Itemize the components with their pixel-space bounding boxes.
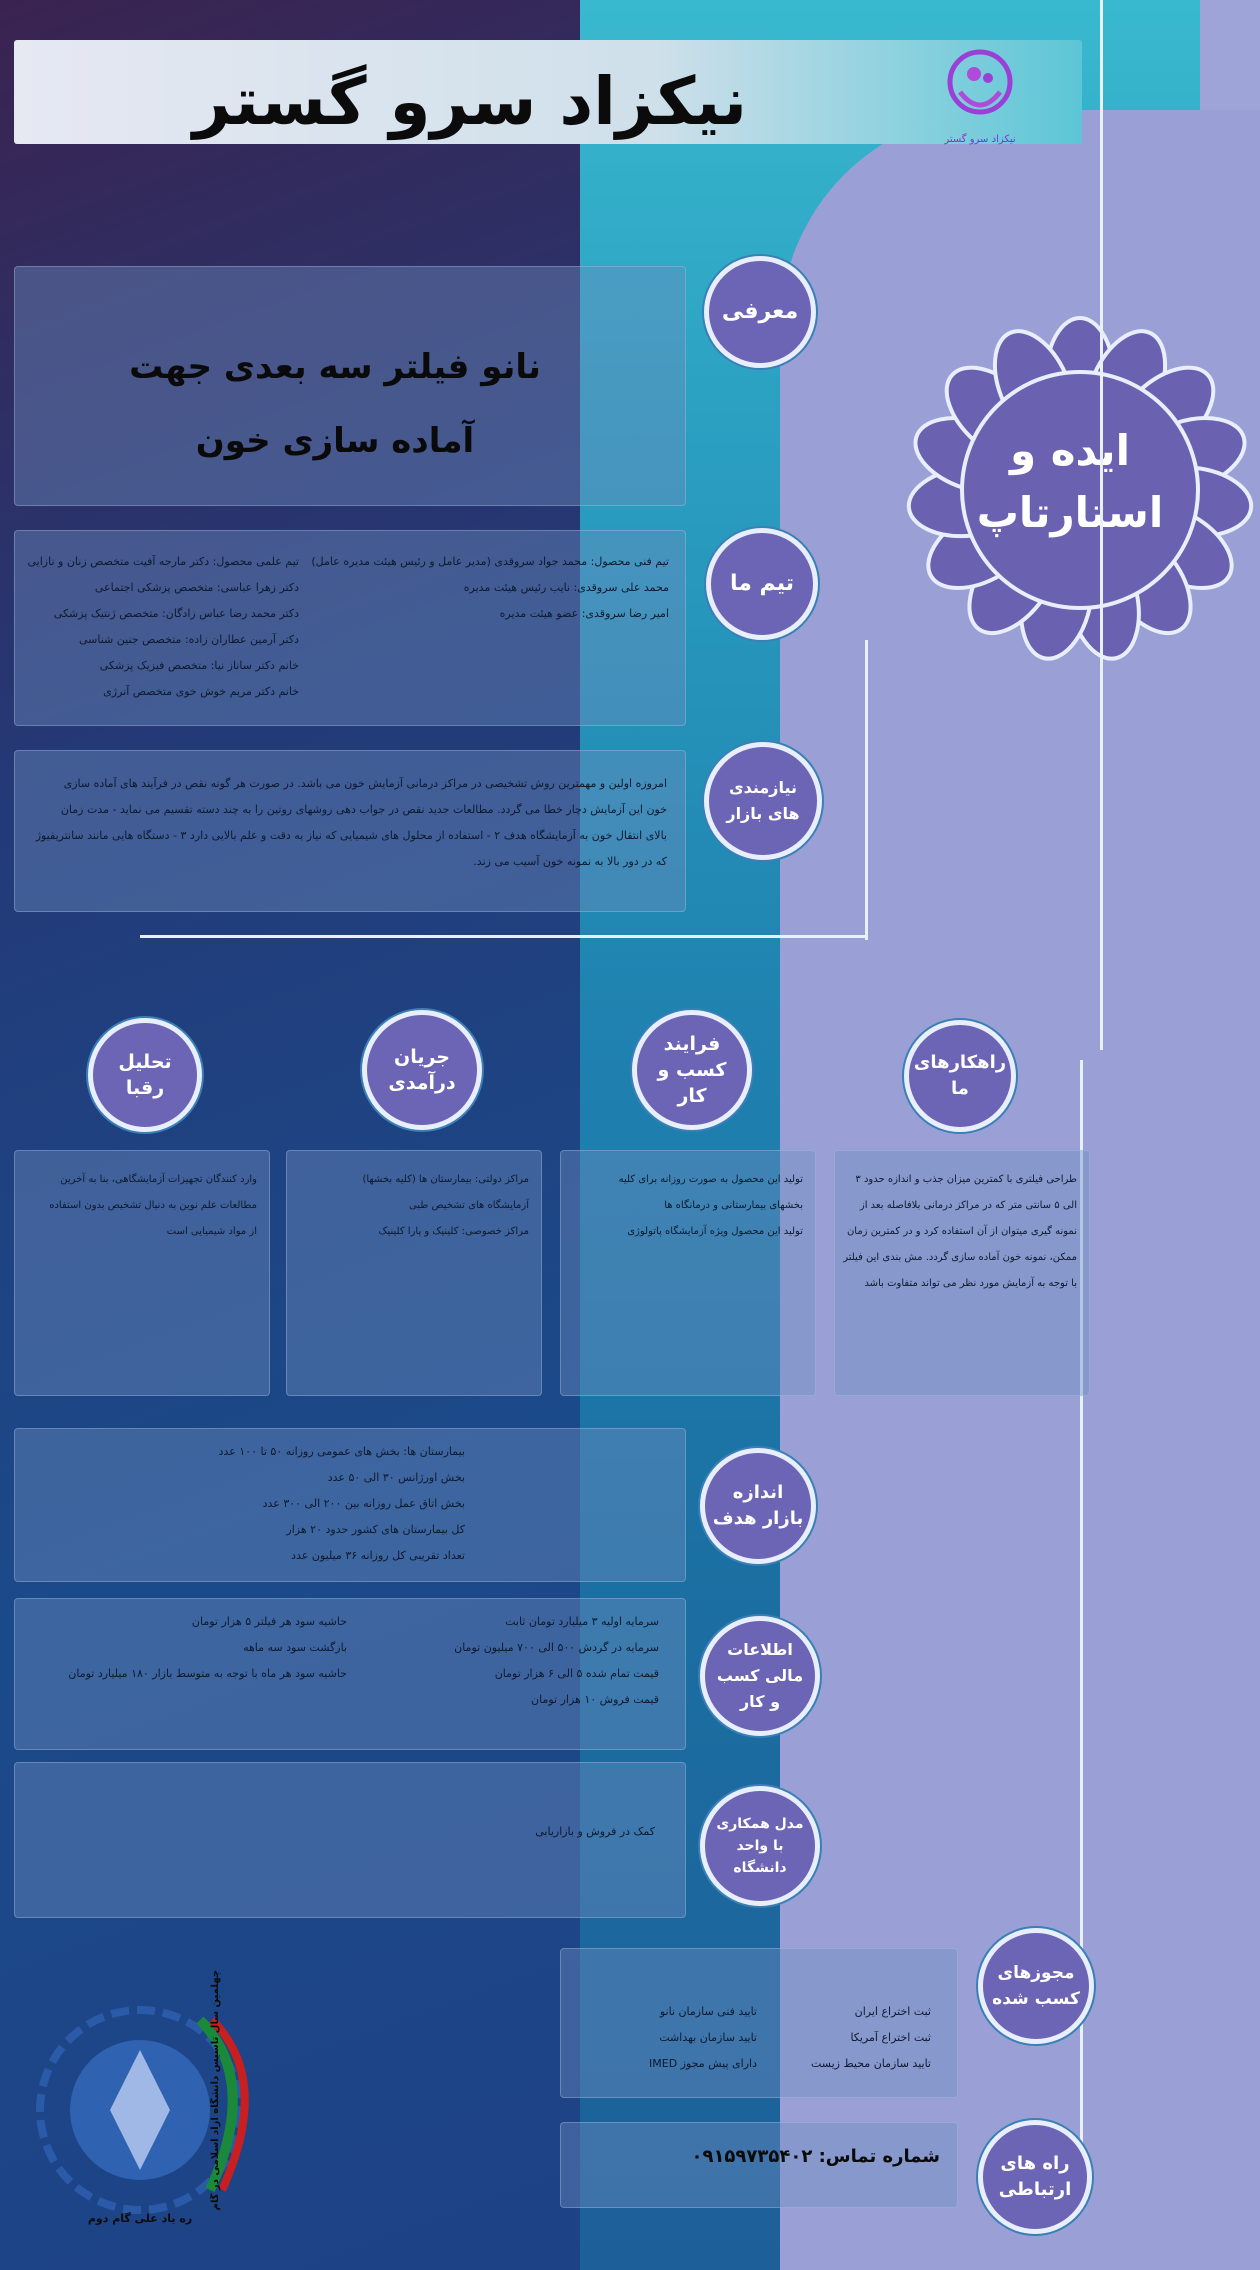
intro-circle[interactable]: معرفی — [704, 256, 816, 368]
licenses-circle[interactable]: مجوزهای کسب شده — [978, 1928, 1094, 2044]
competitors-panel: وارد کنندگان تجهیزات آزمایشگاهی، بنا به … — [14, 1150, 270, 1396]
connector-inner — [865, 640, 868, 940]
connector-branches — [140, 935, 868, 938]
university-slogan: ره یاد علی گام دوم — [87, 2212, 193, 2225]
cooperation-panel: کمک در فروش و بازاریابی — [14, 1762, 686, 1918]
market-panel: بیمارستان ها: بخش های عمومی روزانه ۵۰ تا… — [14, 1428, 686, 1582]
idea-startup-flower-icon — [906, 316, 1254, 661]
revenue-circle[interactable]: جریان درآمدی — [362, 1010, 482, 1130]
finance-circle[interactable]: اطلاعات مالی کسب و کار — [700, 1616, 820, 1736]
process-panel: تولید این محصول به صورت روزانه برای کلیه… — [560, 1150, 816, 1396]
finance-panel: سرمایه اولیه ۳ میلیارد تومان ثابت سرمایه… — [14, 1598, 686, 1750]
university-motto: چهلمین سال تاسیس دانشگاه آزاد اسلامی در … — [210, 1970, 221, 2210]
process-circle[interactable]: فرایند کسب و کار — [632, 1010, 752, 1130]
needs-circle[interactable]: نیازمندی های بازار — [704, 742, 822, 860]
licenses-panel: ثبت اختراع ایران ثبت اختراع آمریکا تایید… — [560, 1948, 958, 2098]
team-panel: تیم فنی محصول: محمد جواد سروقدی (مدیر عا… — [14, 530, 686, 726]
contact-phone[interactable]: شماره تماس: ۰۹۱۵۹۷۳۵۴۰۲ — [691, 2146, 940, 2167]
solutions-circle[interactable]: راهکارهای ما — [904, 1020, 1016, 1132]
brand-logo-text: نیکزاد سرو گستر — [944, 134, 1016, 145]
team-circle[interactable]: تیم ما — [706, 528, 818, 640]
university-logo: چهلمین سال تاسیس دانشگاه آزاد اسلامی در … — [20, 1960, 300, 2240]
connector-main-right — [1100, 0, 1103, 1050]
idea-startup-badge: ایده و استارتاپ — [976, 426, 1164, 537]
header-bar — [14, 40, 1082, 144]
contact-circle[interactable]: راه های ارتباطی — [978, 2120, 1092, 2234]
connector-bottom — [1080, 1060, 1083, 2160]
revenue-panel: مراکز دولتی: بیمارستان ها (کلیه بخشها) آ… — [286, 1150, 542, 1396]
market-circle[interactable]: اندازه بازار هدف — [700, 1448, 816, 1564]
cooperation-circle[interactable]: مدل همکاری با واحد دانشگاه — [700, 1786, 820, 1906]
brand-logo: نیکزاد سرو گستر — [938, 48, 1022, 164]
competitors-circle[interactable]: تحلیل رقبا — [88, 1018, 202, 1132]
contact-panel — [560, 2122, 958, 2208]
intro-panel — [14, 266, 686, 506]
needs-panel: امروزه اولین و مهمترین روش تشخیصی در مرا… — [14, 750, 686, 912]
brand-title: نیکزاد سرو گستر — [192, 63, 748, 140]
intro-title: نانو فیلتر سه بعدی جهت آماده سازی خون — [129, 347, 541, 461]
solutions-panel: طراحی فیلتری با کمترین میزان جذب و انداز… — [834, 1150, 1090, 1396]
